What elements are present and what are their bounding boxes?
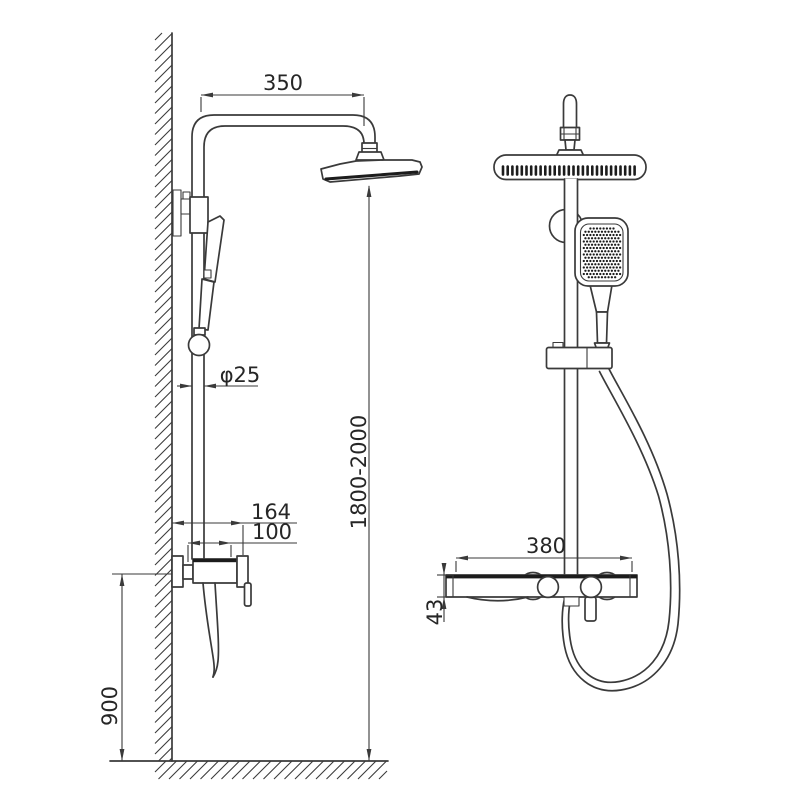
arrow-left-icon [188,540,200,546]
dim-label-43: 43 [423,599,447,626]
dim-100: 100 [187,520,297,562]
arrow-down-icon [441,563,447,575]
arrow-down-icon [119,749,125,761]
hand-shower-side [193,215,225,336]
arrow-right-icon [620,555,632,561]
dim-label-phi25: φ25 [220,363,261,387]
hand-shower-neck [589,284,613,313]
mixer-knob-right [579,575,603,599]
wall-bracket-side [172,189,209,237]
arrow-up-icon [441,597,447,609]
nozzle-ticks [501,165,636,176]
mixer-valve-side [171,555,252,678]
shower-column-side [191,114,376,560]
dim-43: 43 [423,563,452,625]
dim-label-900: 900 [98,686,122,726]
arrow-down-icon [366,749,372,761]
hand-shower-front [574,217,629,350]
arrow-up-icon [366,185,372,197]
dim-350: 350 [200,71,365,126]
diverter-handle-front [584,596,597,622]
slider-knob-side [187,333,211,357]
shower-head-front [493,154,647,181]
arrow-left-icon [456,555,468,561]
arrow-left-icon [201,92,213,98]
arrow-left-icon [172,520,184,526]
riser-pipe-top-front [554,94,586,159]
arrow-right-icon [231,520,243,526]
spray-face-dots [582,227,622,279]
hose-side [202,582,216,678]
dim-380: 380 [455,534,633,572]
dim-label-100: 100 [252,520,292,544]
wall-hatch [154,32,173,762]
head-mount-side [355,151,385,161]
dim-label-380: 380 [526,534,566,558]
arrow-up-icon [119,574,125,586]
dim-164: 164 [172,500,297,555]
arrow-right-icon [219,540,231,546]
floor-hatch [154,760,388,780]
dim-phi25: φ25 [177,363,261,389]
slider-bracket-front [545,341,613,370]
soap-shelf-edge [466,596,529,602]
arrow-left-icon [204,383,216,389]
dim-1800-2000: 1800-2000 [347,185,372,761]
shower-head-side [320,159,423,183]
shower-column-front [563,178,579,576]
hand-shower-handle [595,311,609,344]
shower-hose [561,368,681,692]
arrow-right-icon [352,92,364,98]
mixer-knob-left [536,575,560,599]
dim-label-1800-2000: 1800-2000 [347,415,371,529]
dim-900: 900 [98,573,172,761]
mixer-lever-side [243,582,252,607]
dim-label-350: 350 [263,71,303,95]
hose-fitting [563,596,580,607]
arrow-right-icon [180,383,192,389]
dim-label-164: 164 [251,500,291,524]
